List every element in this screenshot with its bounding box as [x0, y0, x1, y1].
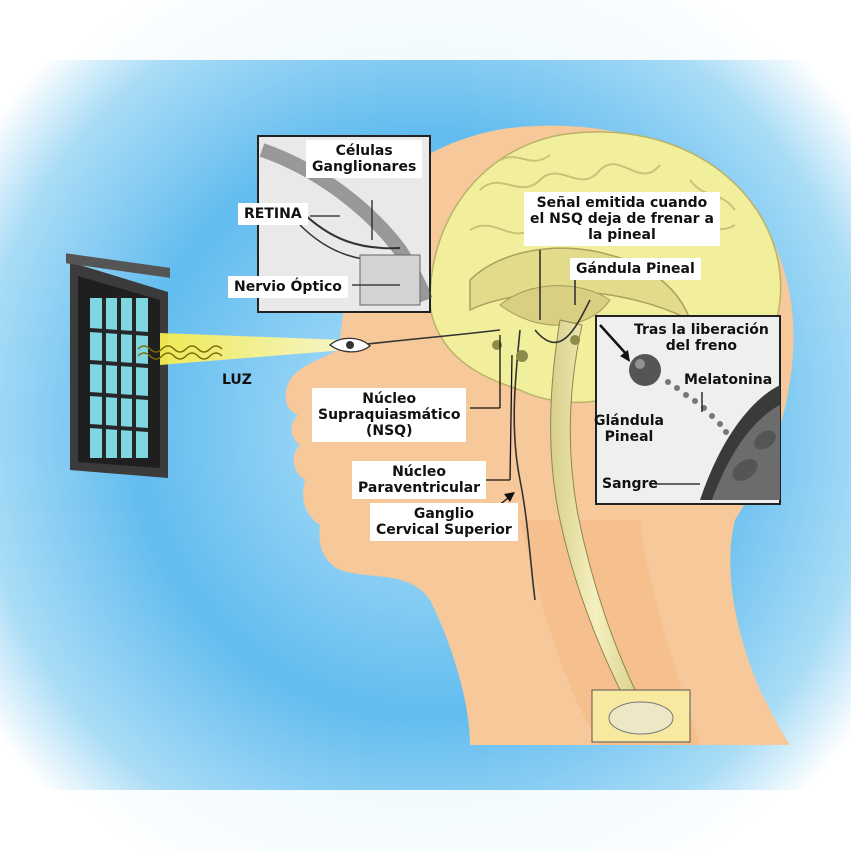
label-nucleo-supraquiasmatico: Núcleo Supraquiasmático (NSQ): [312, 388, 467, 442]
label-retina: RETINA: [238, 203, 308, 225]
label-senal: Señal emitida cuando el NSQ deja de fren…: [524, 192, 720, 246]
label-celulas-ganglionares: Células Ganglionares: [306, 140, 423, 178]
pineal-gland-sphere: [629, 354, 661, 386]
window-illustration: [66, 253, 170, 478]
eye: [328, 337, 371, 353]
label-nucleo-paraventricular: Núcleo Paraventricular: [352, 461, 487, 499]
label-sangre: Sangre: [602, 476, 658, 492]
light-beam: [137, 333, 345, 365]
label-nervio-optico: Nervio Óptico: [228, 276, 348, 298]
label-luz: LUZ: [222, 372, 252, 388]
label-melatonina: Melatonina: [684, 372, 773, 388]
label-gandula-pineal: Gándula Pineal: [570, 258, 701, 280]
label-glandula-pineal: Glándula Pineal: [594, 413, 664, 445]
base-plate: [591, 689, 691, 743]
label-ganglio-cervical: Ganglio Cervical Superior: [370, 503, 518, 541]
pineal-inset: [595, 315, 781, 505]
label-tras-liberacion: Tras la liberación del freno: [634, 322, 769, 354]
